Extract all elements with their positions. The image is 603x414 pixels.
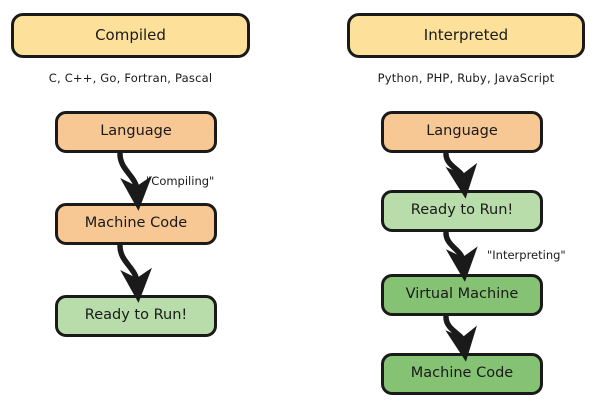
node-interpreted-language: Language [381,111,543,153]
header-box-compiled: Compiled [11,13,250,58]
arrow-interpreted-language-to-ready [443,151,478,199]
node-compiled-ready-to-run: Ready to Run! [55,295,217,337]
node-label: Virtual Machine [405,286,519,303]
node-interpreted-ready-to-run: Ready to Run! [381,190,543,232]
node-label: Language [100,123,172,140]
arrow-compiled-machine-code-to-ready [117,243,152,303]
node-label: Language [426,123,498,140]
node-label: Machine Code [410,365,514,382]
subtitle-compiled-languages: C, C++, Go, Fortran, Pascal [48,71,213,85]
header-label-compiled: Compiled [95,26,166,45]
node-interpreted-machine-code: Machine Code [381,353,543,395]
edge-label-interpreting: "Interpreting" [487,248,566,262]
header-box-interpreted: Interpreted [347,13,585,58]
arrow-interpreted-virtual-machine-to-machine-code [443,314,477,362]
header-label-interpreted: Interpreted [423,26,509,45]
subtitle-interpreted-languages: Python, PHP, Ruby, JavaScript [377,71,555,85]
node-label: Machine Code [84,215,188,232]
arrow-compiled-language-to-machine-code [117,151,152,211]
arrow-interpreted-ready-to-virtual-machine [443,230,478,282]
edge-label-compiling: "Compiling" [146,174,215,188]
node-label: Ready to Run! [410,202,514,219]
node-interpreted-virtual-machine: Virtual Machine [381,274,543,316]
node-label: Ready to Run! [84,307,188,324]
node-compiled-language: Language [55,111,217,153]
node-compiled-machine-code: Machine Code [55,203,217,245]
